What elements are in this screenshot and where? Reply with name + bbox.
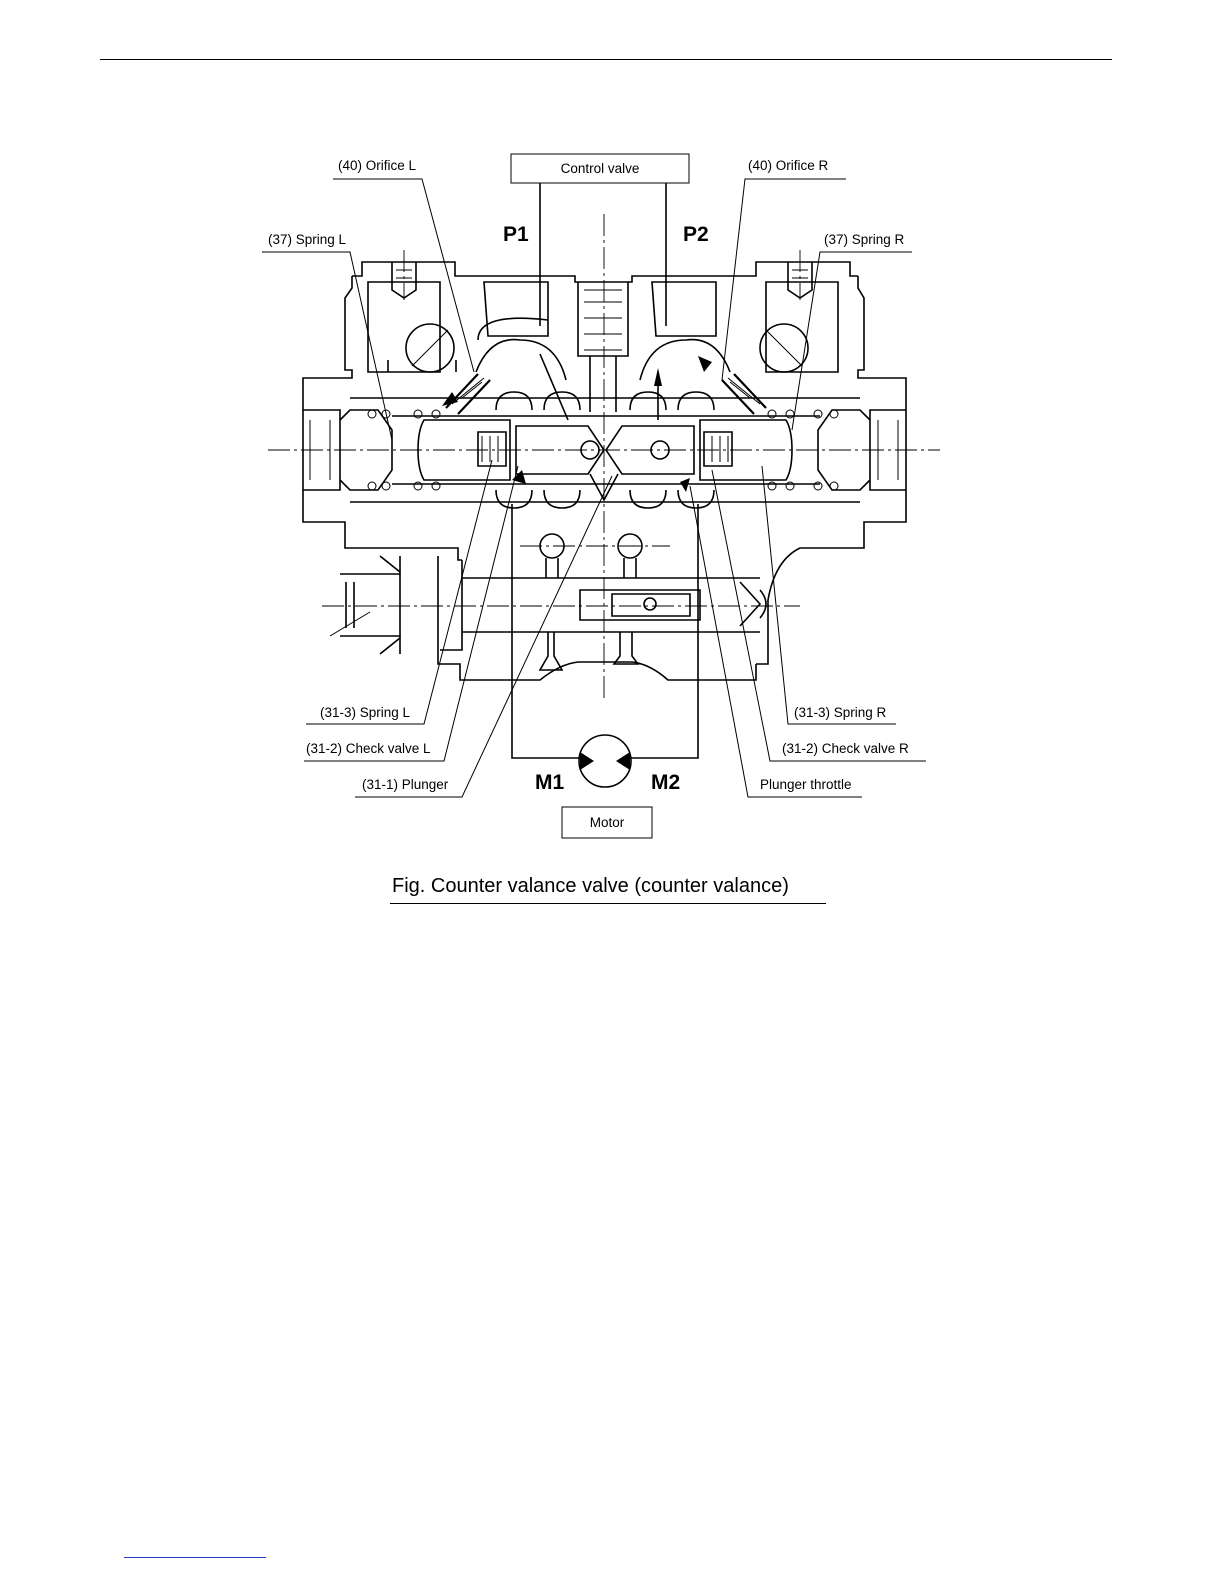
control-valve-group: Control valve P1 P2: [503, 154, 709, 326]
callouts-left: (40) Orifice L (37) Spring L (31-3) Spri…: [262, 158, 612, 797]
port-p2-label: P2: [683, 223, 709, 246]
valve-body: [303, 262, 906, 680]
label-spring-37-l: (37) Spring L: [268, 232, 347, 247]
label-check-valve-r: (31-2) Check valve R: [782, 741, 909, 756]
label-check-valve-l: (31-2) Check valve L: [306, 741, 431, 756]
flow-arrows: [442, 354, 712, 492]
label-plunger-throttle: Plunger throttle: [760, 777, 852, 792]
label-plunger: (31-1) Plunger: [362, 777, 449, 792]
label-spring-37-r: (37) Spring R: [824, 232, 905, 247]
control-valve-label: Control valve: [561, 161, 640, 176]
callouts-right: (40) Orifice R (37) Spring R (31-3) Spri…: [690, 158, 926, 797]
label-orifice-r: (40) Orifice R: [748, 158, 829, 173]
port-p1-label: P1: [503, 223, 529, 246]
figure-caption: Fig. Counter valance valve (counter vala…: [392, 875, 789, 898]
label-spring-313-l: (31-3) Spring L: [320, 705, 411, 720]
motor-group: M1 M2 Motor: [512, 504, 698, 838]
motor-label: Motor: [590, 815, 625, 830]
label-orifice-l: (40) Orifice L: [338, 158, 417, 173]
label-spring-313-r: (31-3) Spring R: [794, 705, 887, 720]
port-m1-label: M1: [535, 771, 564, 794]
port-m2-label: M2: [651, 771, 680, 794]
caption-underline: [390, 903, 826, 904]
footer-rule: [124, 1557, 266, 1558]
